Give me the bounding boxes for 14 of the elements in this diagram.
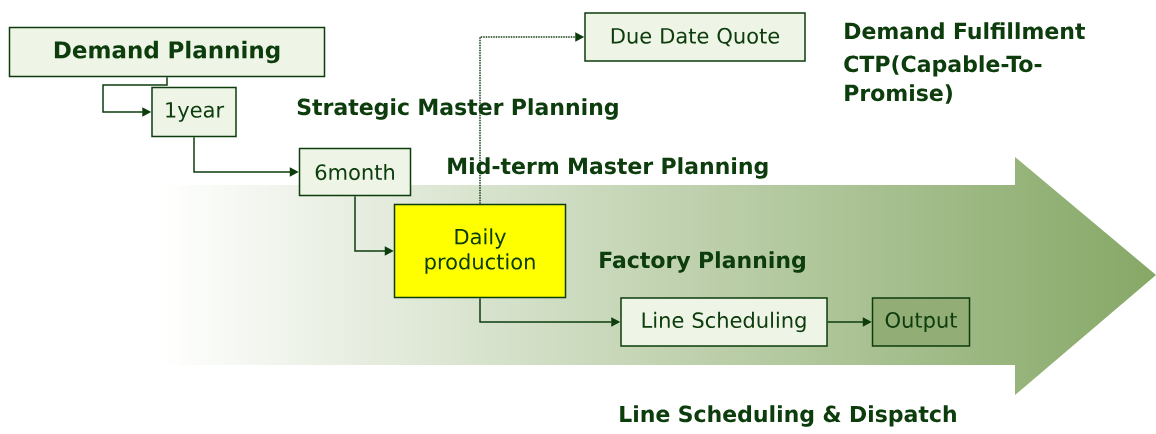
arrow (102, 76, 168, 117)
process-box: 1year (151, 86, 237, 138)
process-box: Demand Planning (8, 26, 326, 78)
heading-text: Factory Planning (600, 251, 805, 273)
heading-text: CTP(Capable-To-Promise) (844, 55, 1042, 104)
process-box: Output (871, 297, 971, 347)
process-box: Due Date Quote (584, 12, 806, 62)
process-box: Line Scheduling (620, 297, 828, 347)
heading-text: Mid-term Master Planning (448, 157, 768, 179)
process-box: Daily production (393, 203, 567, 299)
heading-text: Strategic Master Planning (297, 98, 618, 120)
heading-text: Line Scheduling & Dispatch (620, 405, 956, 427)
heading-text: Demand Fulfillment (845, 22, 1085, 40)
process-box: 6month (298, 147, 412, 197)
